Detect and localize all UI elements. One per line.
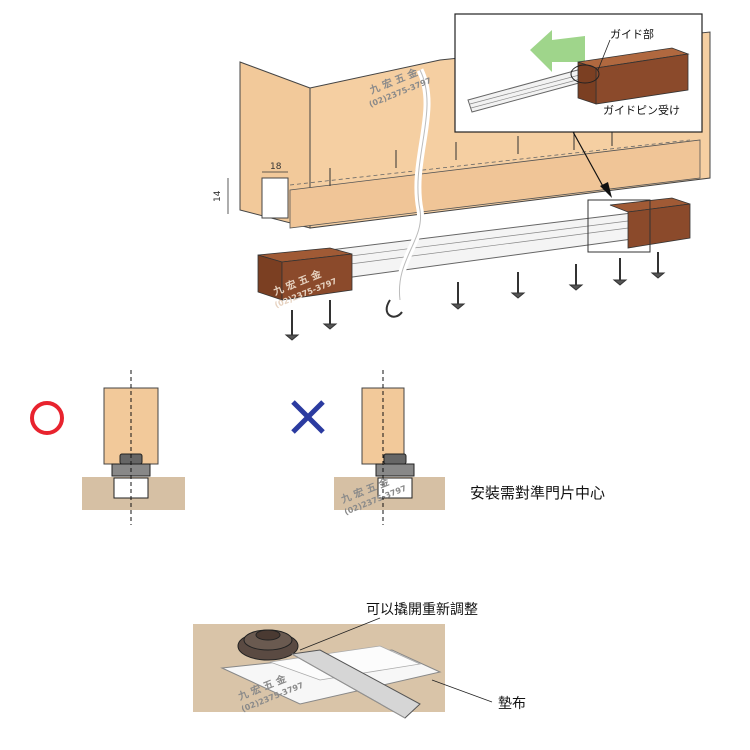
guide-pin-socket [377, 477, 413, 499]
wrong-mark-icon [291, 400, 325, 434]
correct-mark-symbol: ○ [0, 0, 1, 1]
inset-pointer-arrowhead [600, 182, 612, 198]
wrong-door-diagram: 九 宏 五 金 (02)2375-3797 [334, 370, 445, 525]
screw-icon [650, 252, 666, 279]
rail-line-2 [334, 226, 637, 267]
inset-detail-box: ガイド部 ガイドピン受け [454, 13, 703, 133]
right-guide-block-side [627, 203, 691, 249]
guide-arrow-icon [530, 30, 585, 72]
alignment-caption: 安裝需對準門片中心 [470, 484, 605, 502]
right-block-highlight-box [587, 199, 651, 253]
label-cloth-leader [431, 679, 493, 703]
guide-pin-cap [383, 453, 407, 465]
guide-pin-socket [113, 477, 149, 499]
inset-rail-line [470, 76, 589, 109]
correct-door-diagram [82, 370, 185, 525]
rail-line-1 [334, 219, 637, 259]
dim-width-label: 18 [270, 162, 282, 172]
adjustment-figure: 可以撬開重新調整 墊布 九 宏 五 金 (02)2375-3797 [193, 602, 526, 719]
inset-pointer-line [571, 129, 606, 191]
panel-groove-opening [261, 177, 289, 219]
inset-rail-line [469, 72, 588, 105]
screw-icon [510, 272, 526, 299]
label-guide-part: ガイド部 [610, 27, 654, 41]
hook-icon [385, 299, 403, 318]
guide-circle-marker [570, 64, 600, 84]
pry-tool-edge [291, 653, 406, 719]
label-pry-adjust: 可以撬開重新調整 [366, 602, 478, 618]
panel-nails [329, 128, 613, 186]
guide-pin-disc-top [255, 629, 281, 641]
panel-top-rail [289, 139, 701, 229]
wrong-mark-symbol: ✕ [0, 0, 1, 1]
label-pry-leader [299, 617, 381, 651]
screw-icon [612, 258, 628, 286]
screws [284, 252, 666, 341]
guide-pin-base [375, 463, 415, 477]
screw-icon [322, 300, 338, 330]
aluminium-rail [329, 211, 641, 281]
cable-outline [398, 69, 428, 301]
inset-label-leader [597, 39, 611, 71]
label-cloth: 墊布 [498, 696, 526, 712]
left-guide-block-side [281, 253, 353, 301]
dim-height-label: 14 [213, 190, 223, 202]
correct-mark-icon [30, 401, 64, 435]
screw-icon [284, 310, 300, 341]
label-guide-pin-receiver: ガイドピン受け [603, 104, 680, 117]
screw-icon [568, 264, 584, 291]
screw-icon [450, 282, 466, 310]
